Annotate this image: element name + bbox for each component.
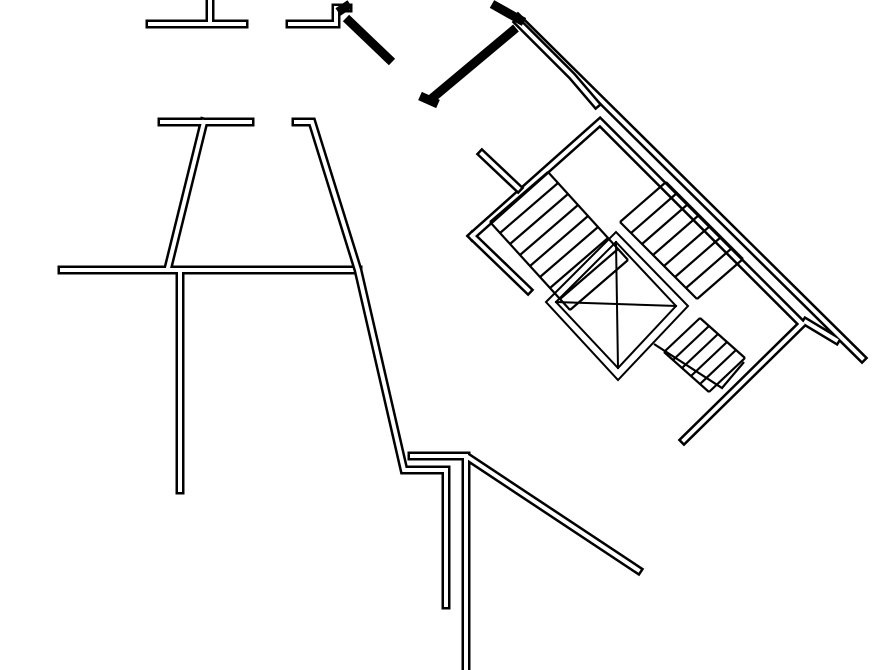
stair-flight-bottom xyxy=(653,317,746,393)
stair-tread xyxy=(685,247,733,289)
door-threshold xyxy=(429,106,447,124)
stair-tread xyxy=(519,204,579,256)
corridor-wall xyxy=(291,117,451,610)
door-swing-left xyxy=(342,14,396,66)
stair-tread xyxy=(529,215,589,267)
wall-inner xyxy=(294,120,448,607)
void-outline-outer xyxy=(544,230,690,382)
landing-stub xyxy=(475,147,525,195)
stair-tread xyxy=(499,182,559,234)
left-room-t-wall xyxy=(57,116,363,495)
double-line-walls xyxy=(57,0,869,670)
stair-tread xyxy=(641,203,689,245)
stair-rail xyxy=(699,317,746,359)
stair-rail xyxy=(663,351,710,393)
door-jamb-top-right xyxy=(489,0,527,26)
stair-tread xyxy=(630,192,678,234)
wall-inner xyxy=(479,151,521,191)
void-cross-b xyxy=(614,240,620,370)
wall-outer xyxy=(145,0,249,29)
stair-tread xyxy=(549,237,609,289)
door-swing-right xyxy=(427,24,519,104)
stair-flight-right xyxy=(619,181,744,300)
wall-outer xyxy=(57,116,363,495)
stair-core-shell xyxy=(465,11,869,447)
stair-tread xyxy=(569,259,629,311)
door-jamb-top-left xyxy=(335,0,353,16)
stair-tread xyxy=(539,226,599,278)
top-right-wall-piece xyxy=(511,15,603,111)
wall-inner xyxy=(410,454,641,670)
stair-tread xyxy=(690,341,728,377)
door-jamb-bottom xyxy=(418,91,440,109)
stair-tread xyxy=(663,317,701,353)
stair-tread xyxy=(672,325,710,361)
stair-tread xyxy=(509,193,569,245)
stair-tread xyxy=(559,248,619,300)
wall-inner xyxy=(60,119,360,492)
stair-tread xyxy=(681,333,719,369)
stair-rail xyxy=(665,181,744,260)
stair-tread xyxy=(708,357,746,393)
stair-tread xyxy=(619,181,667,223)
stair-flight-left xyxy=(489,171,629,311)
stair-tread xyxy=(489,171,549,223)
stair-tread xyxy=(696,258,744,300)
stair-rail xyxy=(619,221,698,300)
stair-handrail xyxy=(653,343,745,390)
stair-tread xyxy=(674,236,722,278)
wall-inner xyxy=(515,19,599,107)
wall-inner xyxy=(148,0,246,26)
top-left-t-pier xyxy=(145,0,249,29)
wall-outer xyxy=(291,117,451,610)
staircase xyxy=(489,171,746,393)
stair-tread xyxy=(663,225,711,267)
wall-outer xyxy=(465,11,869,447)
stair-tread xyxy=(652,214,700,256)
stairwell-void xyxy=(544,230,690,382)
bottom-right-wedge-wall xyxy=(407,451,645,670)
solid-door-elements xyxy=(335,0,527,124)
wall-inner xyxy=(469,15,865,443)
